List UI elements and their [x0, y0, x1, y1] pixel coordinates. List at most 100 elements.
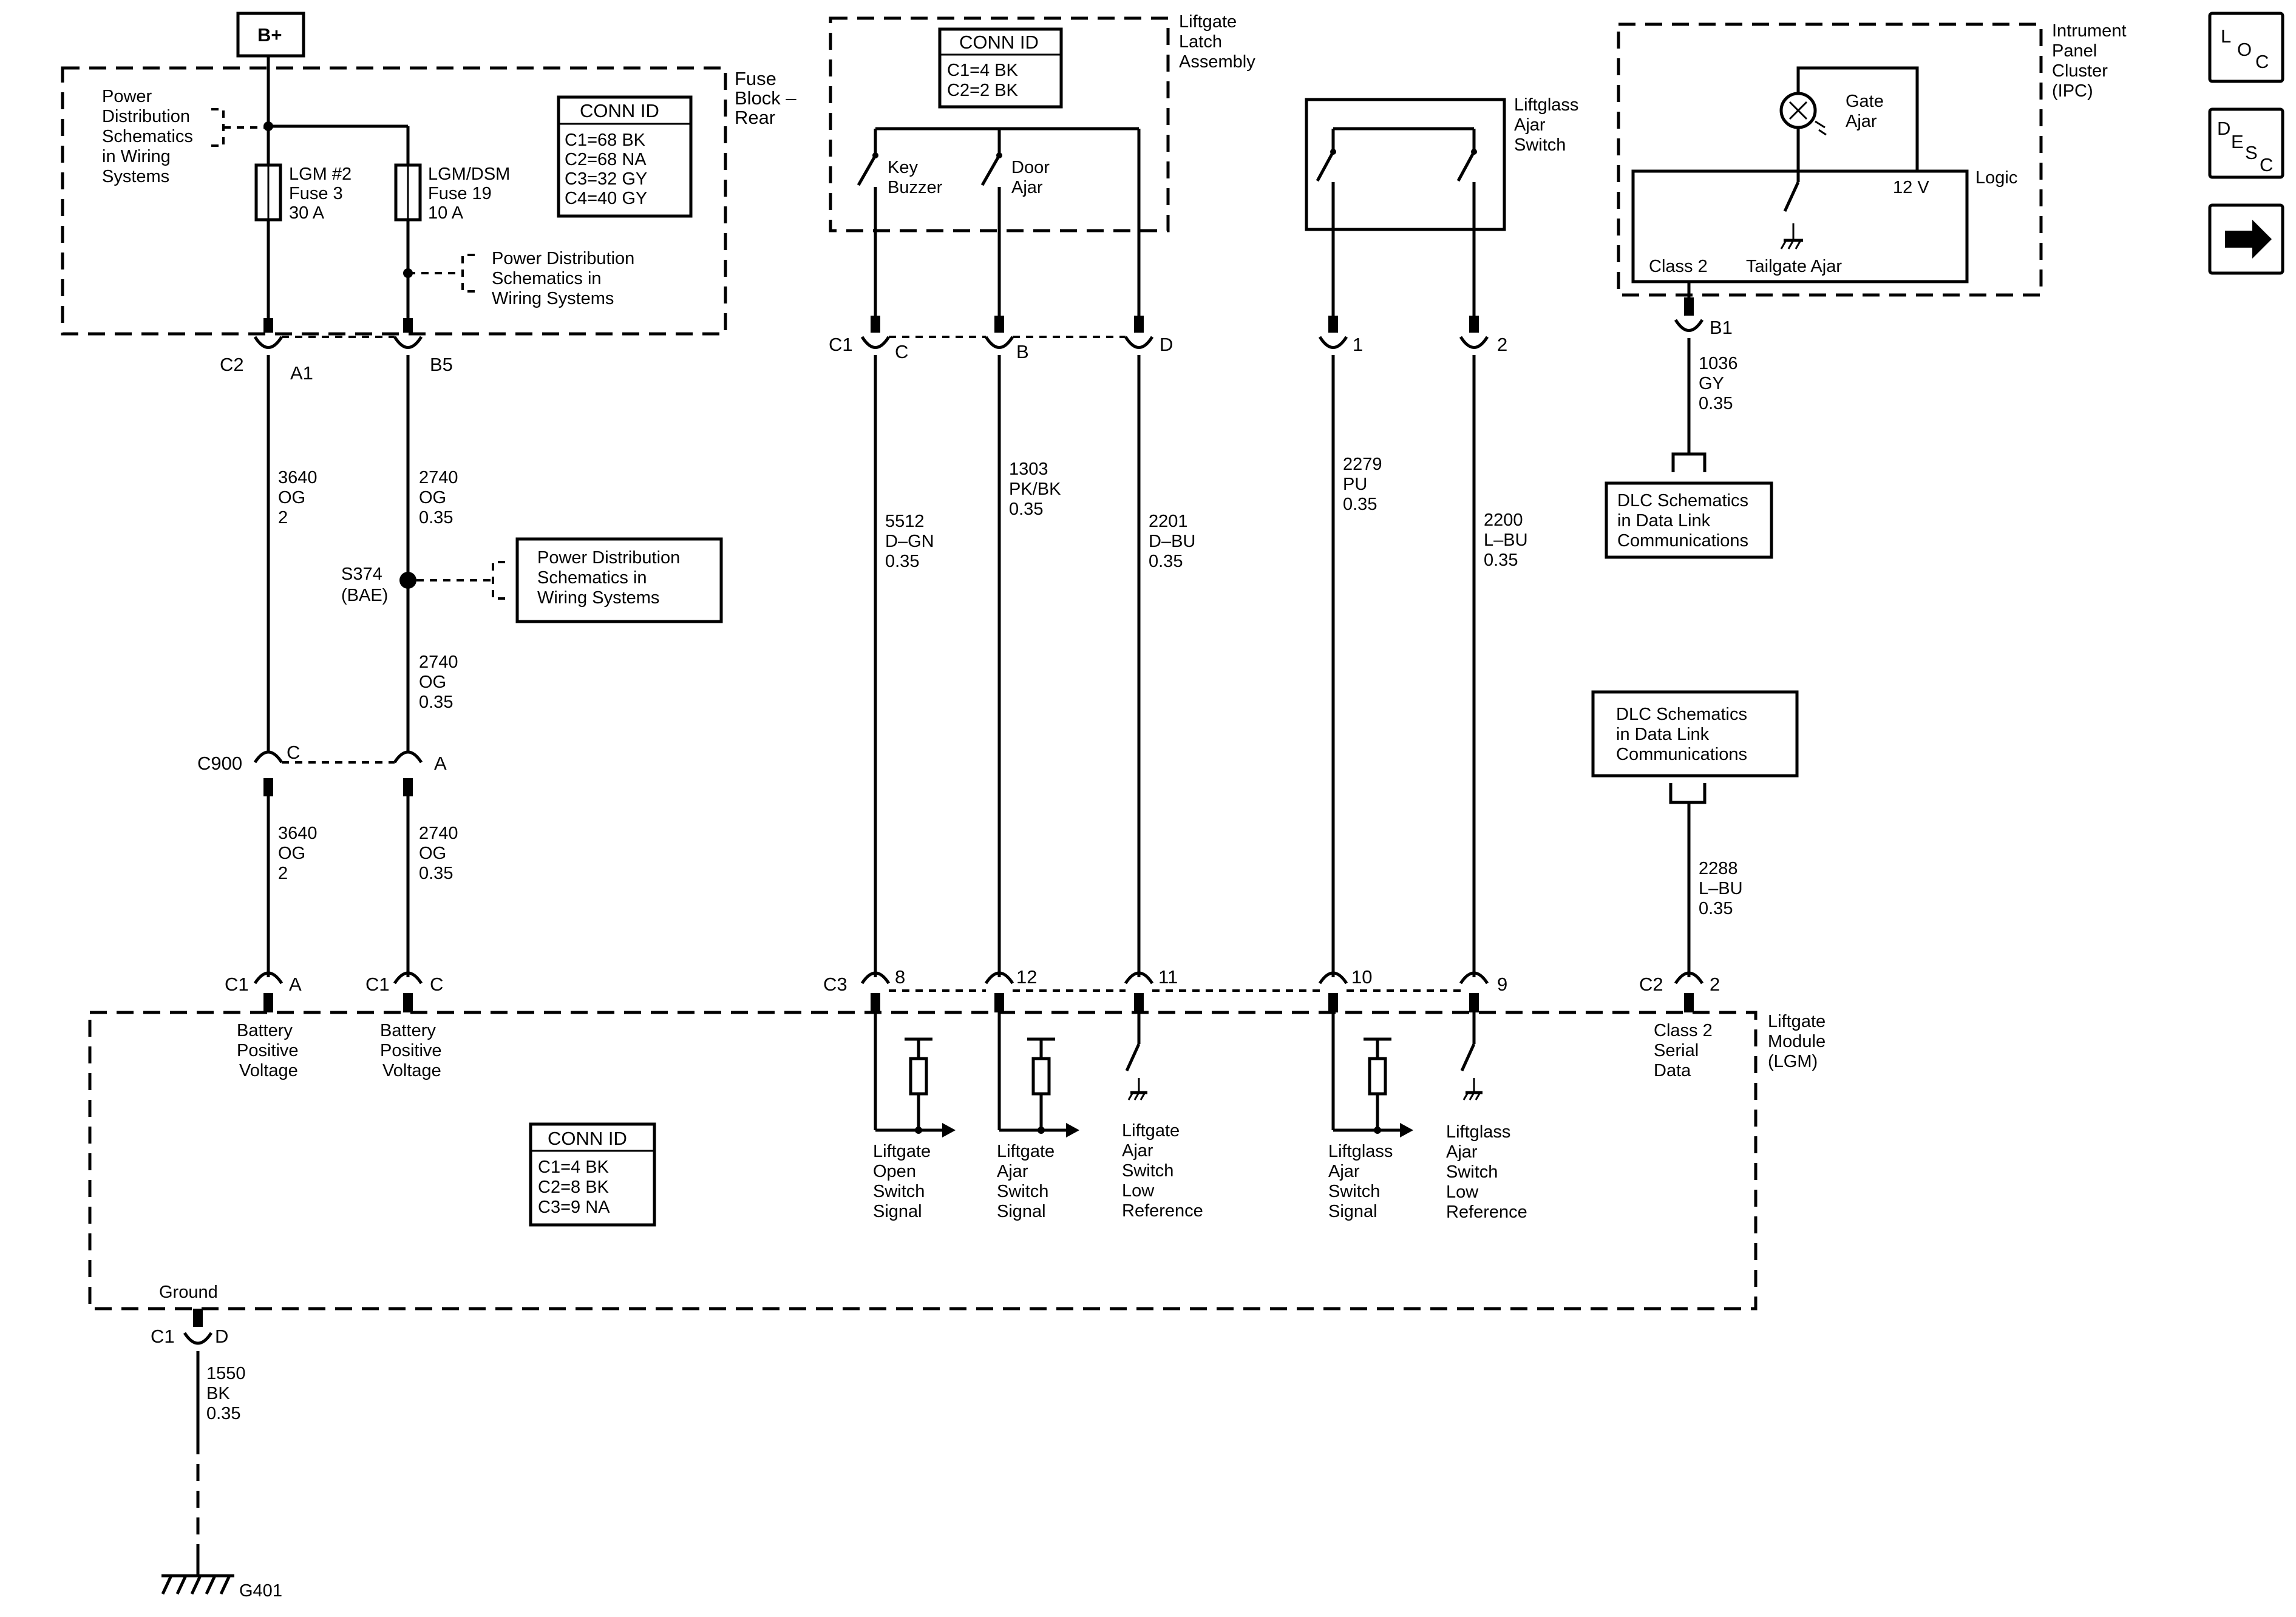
wire-5512-1: 5512 [885, 512, 925, 531]
conn-id-title: CONN ID [580, 100, 659, 121]
bat2-1: Battery [380, 1021, 436, 1040]
desc-button[interactable]: D E S C [2208, 107, 2284, 179]
pd-splice-ref-1: Power Distribution [537, 548, 680, 568]
wire-2288-1: 2288 [1699, 859, 1738, 878]
latch-title-3: Assembly [1179, 52, 1255, 72]
wire-2740-c-2: OG [419, 844, 446, 863]
desc-e: E [2231, 131, 2244, 152]
fuse2-line2: Fuse 19 [428, 184, 492, 203]
wire-1303-2: PK/BK [1009, 480, 1061, 499]
wire-5512-2: D–GN [885, 532, 934, 551]
lgm-circuit-liftgate-lowref [1125, 1012, 1147, 1100]
fuse-block-title-2: Block – [735, 87, 796, 109]
sig2-1: Liftgate [997, 1142, 1055, 1161]
ground-connector [183, 1332, 213, 1345]
wire-1550-3: 0.35 [206, 1404, 240, 1423]
class2-1: Class 2 [1654, 1021, 1713, 1040]
key-buzzer-switch [857, 154, 877, 186]
c900-label: C900 [197, 753, 242, 774]
bat1-2: Positive [237, 1041, 299, 1060]
wire-2201-1: 2201 [1149, 512, 1188, 531]
wire-2200-2: L–BU [1484, 531, 1528, 550]
wire-3640-c-2: OG [278, 844, 305, 863]
wire-2201-2: D–BU [1149, 532, 1195, 551]
wire-2200-3: 0.35 [1484, 551, 1518, 570]
conn-id-row: C1=68 BK [565, 131, 646, 150]
fuse-block-title-1: Fuse [735, 68, 776, 89]
wire-2740-a-1: 2740 [419, 468, 458, 487]
lgm-pin-10: 10 [1351, 966, 1372, 988]
pd-splice-ref-2: Schematics in [537, 568, 647, 588]
wire-2288-2: L–BU [1699, 879, 1743, 898]
lgm-pin-a: A [289, 974, 302, 995]
sig2-2: Ajar [997, 1162, 1028, 1181]
wire-1303-1: 1303 [1009, 459, 1048, 479]
lgm-connectors [253, 971, 1704, 1012]
sig1-3: Switch [873, 1182, 925, 1201]
connector-ipc-b1 [1674, 297, 1704, 332]
sig5-4: Low [1446, 1182, 1479, 1202]
lgm-circuit-liftgate-open [874, 1012, 956, 1137]
sig3-2: Ajar [1122, 1141, 1153, 1161]
c900-pin-c: C [287, 742, 300, 763]
gate-ajar-lamp-icon [1779, 92, 1827, 136]
lgm-c2: C2 [1639, 974, 1663, 995]
ipc-12v: 12 V [1893, 178, 1929, 197]
liftglass-switch-box [1305, 98, 1506, 231]
latch-c1-label: C1 [829, 334, 853, 355]
wire-3640-c-3: 2 [278, 864, 288, 883]
gate-ajar-2: Ajar [1846, 112, 1877, 131]
bat1-3: Voltage [239, 1061, 298, 1080]
ipc-logic-box [1631, 169, 1969, 283]
ipc-class2: Class 2 [1649, 257, 1708, 276]
c2-label: C2 [220, 354, 244, 375]
latch-pin-b: B [1016, 341, 1029, 362]
ipc-title-2: Panel [2052, 41, 2097, 61]
sig5-1: Liftglass [1446, 1122, 1510, 1142]
ground-d: D [215, 1326, 228, 1347]
latch-pin-c: C [895, 341, 908, 362]
loc-button[interactable]: L O C [2208, 12, 2284, 83]
conn-id-row: C1=4 BK [947, 61, 1019, 80]
ipc-title-3: Cluster [2052, 61, 2108, 81]
ipc-title-1: Intrument [2052, 21, 2127, 41]
sig4-3: Switch [1328, 1182, 1380, 1201]
lgm-title-2: Module [1768, 1032, 1826, 1051]
latch-title-2: Latch [1179, 32, 1222, 52]
sig3-3: Switch [1122, 1161, 1173, 1181]
lgm-circuit-liftgate-ajar [997, 1012, 1079, 1137]
bplus-label: B+ [257, 24, 282, 46]
ground-label: Ground [159, 1283, 218, 1302]
wire-2288-3: 0.35 [1699, 899, 1733, 918]
pd-splice-ref-3: Wiring Systems [537, 588, 659, 608]
dlc-ref-box-mid: DLC Schematics in Data Link Communicatio… [1591, 690, 1799, 778]
sig2-3: Switch [997, 1182, 1048, 1201]
sig2-4: Signal [997, 1202, 1046, 1221]
wire-2740-c-3: 0.35 [419, 864, 453, 883]
gate-ajar-1: Gate [1846, 92, 1884, 111]
wire-1036-2: GY [1699, 374, 1724, 393]
lgm-circuit-liftglass-ajar [1331, 1012, 1413, 1137]
next-page-button[interactable] [2208, 203, 2284, 275]
wire-3640-a-1: 3640 [278, 468, 318, 487]
lgm-title-1: Liftgate [1768, 1012, 1826, 1031]
conn-id-row: C4=40 GY [565, 189, 647, 208]
dlc-ref-mid-3: Communications [1616, 745, 1747, 764]
lgm-pin-8: 8 [895, 966, 905, 988]
pd-ref-right-2: Schematics in [492, 269, 602, 288]
ground-g401-icon [161, 1559, 234, 1595]
sig3-4: Low [1122, 1181, 1155, 1201]
wire-2279-3: 0.35 [1343, 495, 1377, 514]
wire-1036-3: 0.35 [1699, 394, 1733, 413]
pd-splice-ref-box: Power Distribution Schematics in Wiring … [515, 537, 723, 623]
wire-1303-3: 0.35 [1009, 500, 1043, 519]
conn-id-row: C2=2 BK [947, 81, 1019, 100]
fuse-block-outline [61, 66, 727, 336]
dlc-ref-box-top: DLC Schematics in Data Link Communicatio… [1605, 481, 1773, 559]
fuse2-line3: 10 A [428, 203, 464, 223]
conn-id-title: CONN ID [959, 32, 1039, 53]
liftglass-title-1: Liftglass [1514, 95, 1578, 115]
ipc-ground-icon [1780, 223, 1803, 249]
conn-id-row: C2=8 BK [538, 1178, 610, 1197]
